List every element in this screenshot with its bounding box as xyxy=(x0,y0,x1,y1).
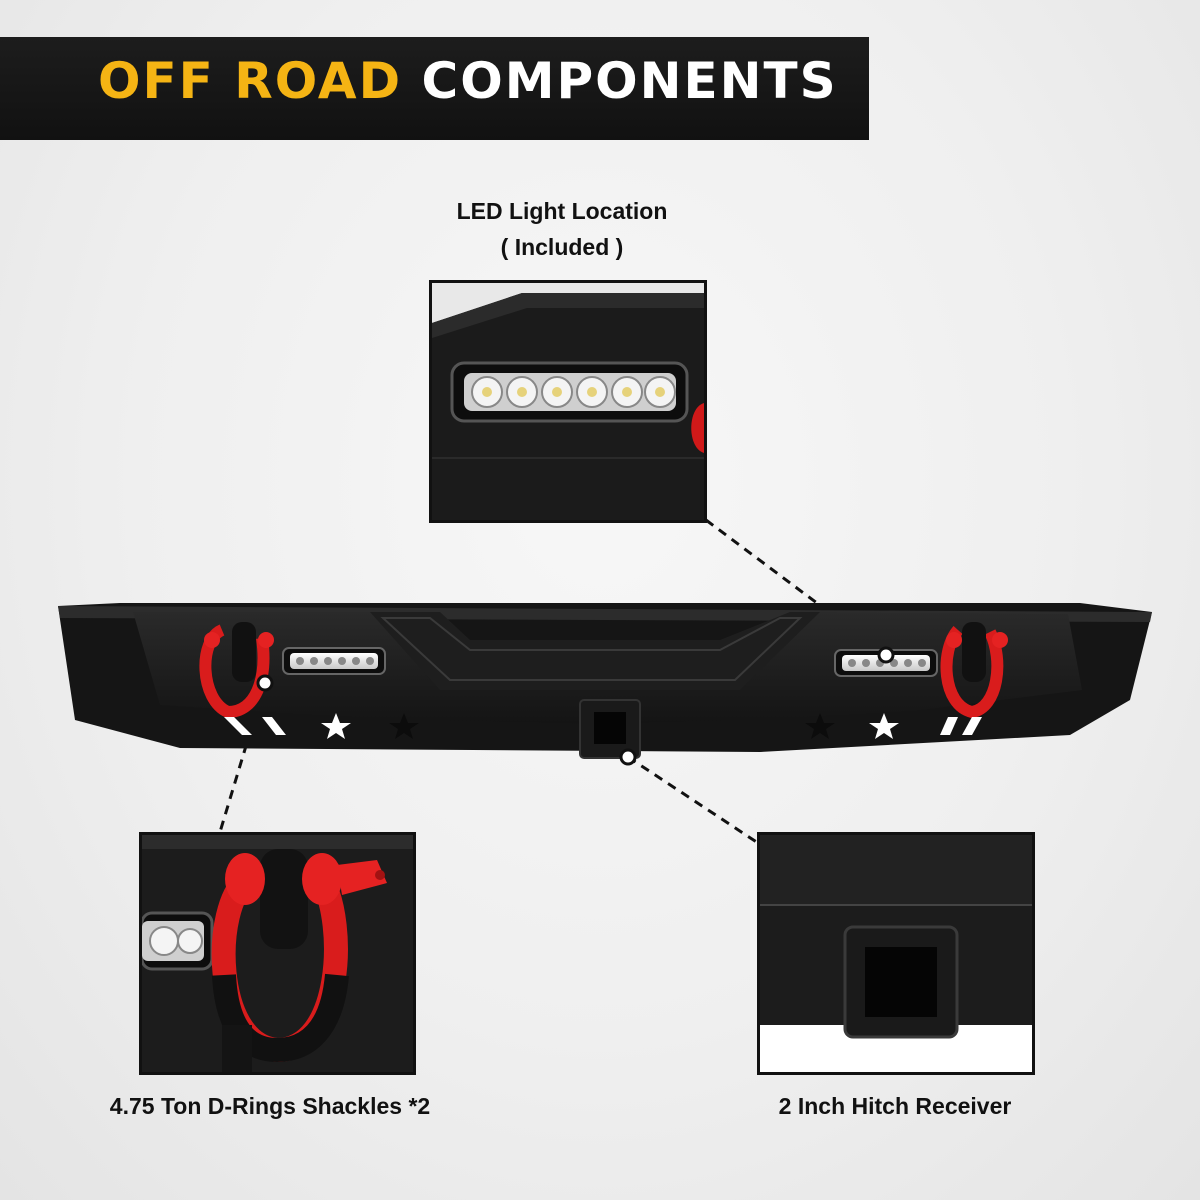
shackles-caption: 4.75 Ton D-Rings Shackles *2 xyxy=(109,1093,431,1119)
led-caption: LED Light Location ( Included ) xyxy=(412,193,712,265)
d-ring-shackle-icon xyxy=(142,835,413,1072)
bumper-decals xyxy=(224,713,982,739)
shackle-callout-dot xyxy=(256,674,274,692)
d-ring-shackle-right xyxy=(940,622,1008,719)
led-light-bar-right xyxy=(834,649,938,677)
hitch-receiver xyxy=(579,699,641,759)
hitch-leader-line xyxy=(627,755,759,845)
hitch-callout-dot xyxy=(619,748,637,766)
shackle-detail-box xyxy=(139,832,416,1075)
hitch-detail-box xyxy=(757,832,1035,1075)
led-caption-line2: ( Included ) xyxy=(500,234,624,260)
callout-dots xyxy=(256,646,895,766)
led-light-bar-icon xyxy=(432,283,704,520)
rear-bumper xyxy=(58,603,1152,759)
hitch-caption: 2 Inch Hitch Receiver xyxy=(778,1093,1012,1119)
banner-title-main: COMPONENTS xyxy=(421,52,838,110)
banner-title: OFF ROAD COMPONENTS xyxy=(98,56,838,106)
title-banner xyxy=(0,37,869,140)
led-leader-line xyxy=(705,518,886,656)
shackle-leader-line xyxy=(218,682,267,833)
led-caption-line1: LED Light Location xyxy=(456,198,668,224)
led-callout-dot xyxy=(877,646,895,664)
led-light-bar-left xyxy=(282,647,386,675)
leader-lines xyxy=(218,518,886,845)
led-detail-box xyxy=(429,280,707,523)
hitch-receiver-icon xyxy=(760,835,1032,1072)
banner-title-accent: OFF ROAD xyxy=(98,52,403,110)
d-ring-shackle-left xyxy=(199,622,274,719)
